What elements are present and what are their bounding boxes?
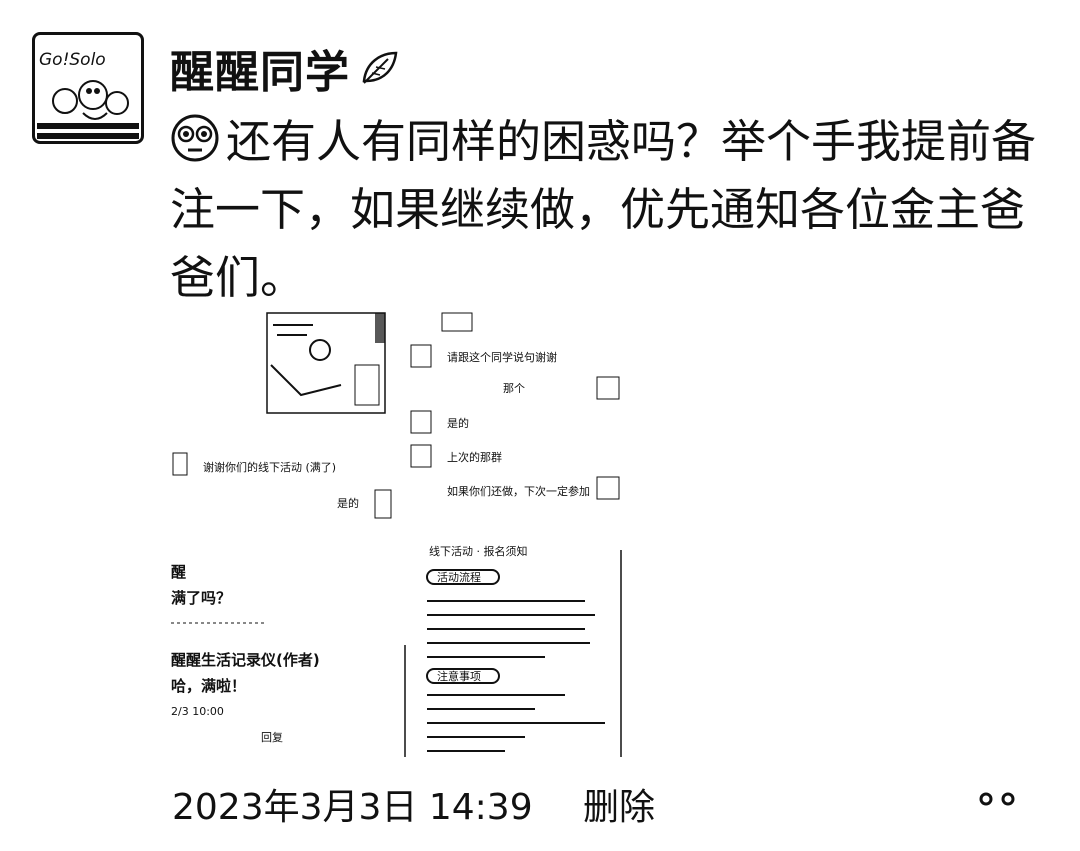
- chat-message-2: 那个: [503, 382, 525, 395]
- left-chat-message-2: 是的: [337, 496, 359, 510]
- avatar-lettering: Go!Solo: [39, 50, 106, 70]
- doc-fragment: 线下活动 · 报名须知 活动流程 注意事项: [404, 544, 622, 757]
- avatar-image: Go!Solo: [37, 50, 139, 139]
- author-name[interactable]: 醒醒同学: [170, 47, 350, 98]
- author-name-row: 醒醒同学: [170, 36, 400, 100]
- doc-section-1: 活动流程: [437, 570, 481, 584]
- post-content: 还有人有同样的困惑吗？举个手我提前备注一下，如果继续做，优先通知各位金主爸爸们。: [170, 108, 1050, 312]
- comment-line-2: 醒醒生活记录仪(作者): [171, 651, 320, 669]
- comment-reply: 回复: [261, 730, 283, 744]
- post-text: 还有人有同样的困惑吗？举个手我提前备注一下，如果继续做，优先通知各位金主爸爸们。: [170, 115, 1037, 304]
- right-chat: 请跟这个同学说句谢谢 那个 是的 上次的那群 如果你们还做，下次一定参加: [410, 312, 620, 500]
- flushed-face-icon: [171, 114, 219, 162]
- chat-message-3: 是的: [447, 416, 469, 430]
- screenshot-collage: 谢谢你们的线下活动 (满了) 是的 请跟这个同学说句谢谢 那个 是的 上次的那群…: [171, 312, 622, 757]
- comment-line-1: 满了吗？: [171, 589, 231, 607]
- delete-button[interactable]: 删除: [583, 787, 656, 828]
- leaf-icon: [362, 51, 398, 84]
- doc-section-2: 注意事项: [437, 669, 481, 683]
- doc-header: 线下活动 · 报名须知: [429, 544, 528, 558]
- chat-message-5: 如果你们还做，下次一定参加: [447, 484, 590, 498]
- comment-line-4: 2/3 10:00: [171, 705, 224, 718]
- post-timestamp: 2023年3月3日 14:39: [172, 787, 533, 828]
- comment-fragment: 醒 满了吗？ 醒醒生活记录仪(作者) 哈，满啦！ 2/3 10:00 回复: [171, 563, 320, 744]
- left-chat: 谢谢你们的线下活动 (满了) 是的: [172, 452, 392, 519]
- svg-text:醒: 醒: [171, 563, 186, 581]
- chat-message-4: 上次的那群: [447, 450, 502, 464]
- author-avatar[interactable]: Go!Solo: [32, 32, 144, 144]
- photo-thumbnail: [266, 312, 386, 414]
- comment-line-3: 哈，满啦！: [171, 677, 246, 695]
- more-options-icon[interactable]: [976, 790, 1020, 808]
- chat-message-1: 请跟这个同学说句谢谢: [447, 350, 557, 364]
- left-chat-message-1: 谢谢你们的线下活动 (满了): [203, 460, 336, 474]
- post-image[interactable]: 谢谢你们的线下活动 (满了) 是的 请跟这个同学说句谢谢 那个 是的 上次的那群…: [165, 305, 635, 760]
